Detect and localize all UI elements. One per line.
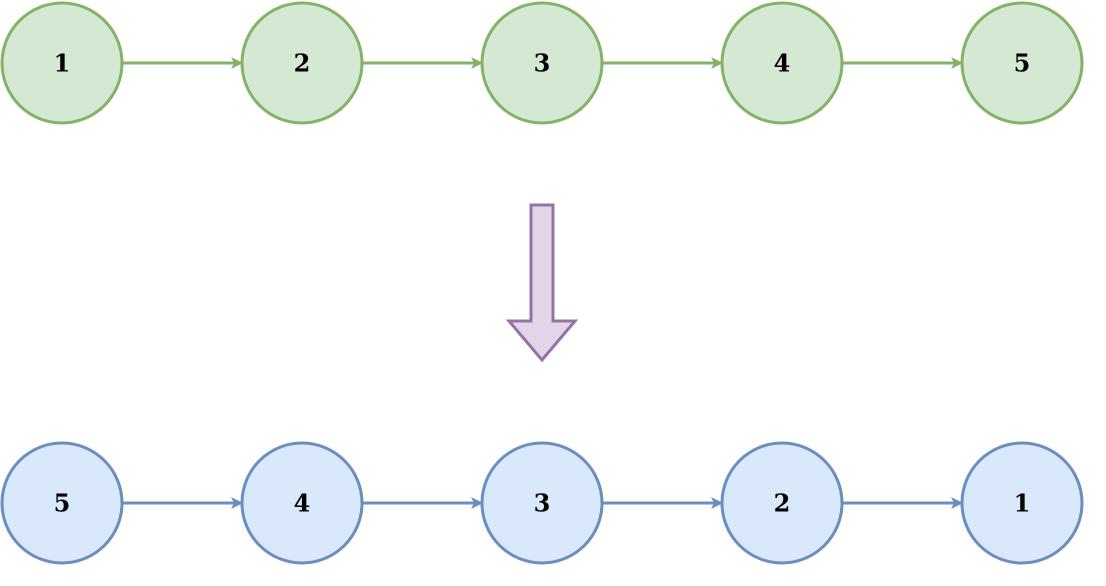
list-node: 1	[960, 441, 1084, 565]
node-label: 1	[1014, 489, 1031, 518]
list-node: 4	[720, 1, 844, 125]
node-circle	[480, 1, 604, 125]
node-label: 5	[1014, 49, 1031, 78]
node-circle	[960, 1, 1084, 125]
node-label: 1	[54, 49, 71, 78]
node-circle	[240, 441, 364, 565]
list-node: 3	[480, 441, 604, 565]
node-circle	[960, 441, 1084, 565]
node-circle	[0, 441, 124, 565]
node-label: 5	[54, 489, 71, 518]
reverse-transform-arrow	[505, 203, 579, 363]
list-node: 5	[0, 441, 124, 565]
list-node: 2	[240, 1, 364, 125]
reversed-list: 5 4 3 2 1	[0, 441, 1084, 565]
node-label: 4	[774, 49, 791, 78]
node-label: 3	[534, 489, 551, 518]
list-node: 3	[480, 1, 604, 125]
node-label: 3	[534, 49, 551, 78]
list-node: 4	[240, 441, 364, 565]
list-node: 5	[960, 1, 1084, 125]
node-circle	[720, 1, 844, 125]
node-circle	[720, 441, 844, 565]
node-label: 2	[294, 49, 311, 78]
down-arrow-icon	[505, 203, 579, 363]
original-list: 1 2 3 4 5	[0, 1, 1084, 125]
node-label: 4	[294, 489, 311, 518]
list-node: 2	[720, 441, 844, 565]
list-node: 1	[0, 1, 124, 125]
node-circle	[480, 441, 604, 565]
node-label: 2	[774, 489, 791, 518]
node-circle	[240, 1, 364, 125]
node-circle	[0, 1, 124, 125]
